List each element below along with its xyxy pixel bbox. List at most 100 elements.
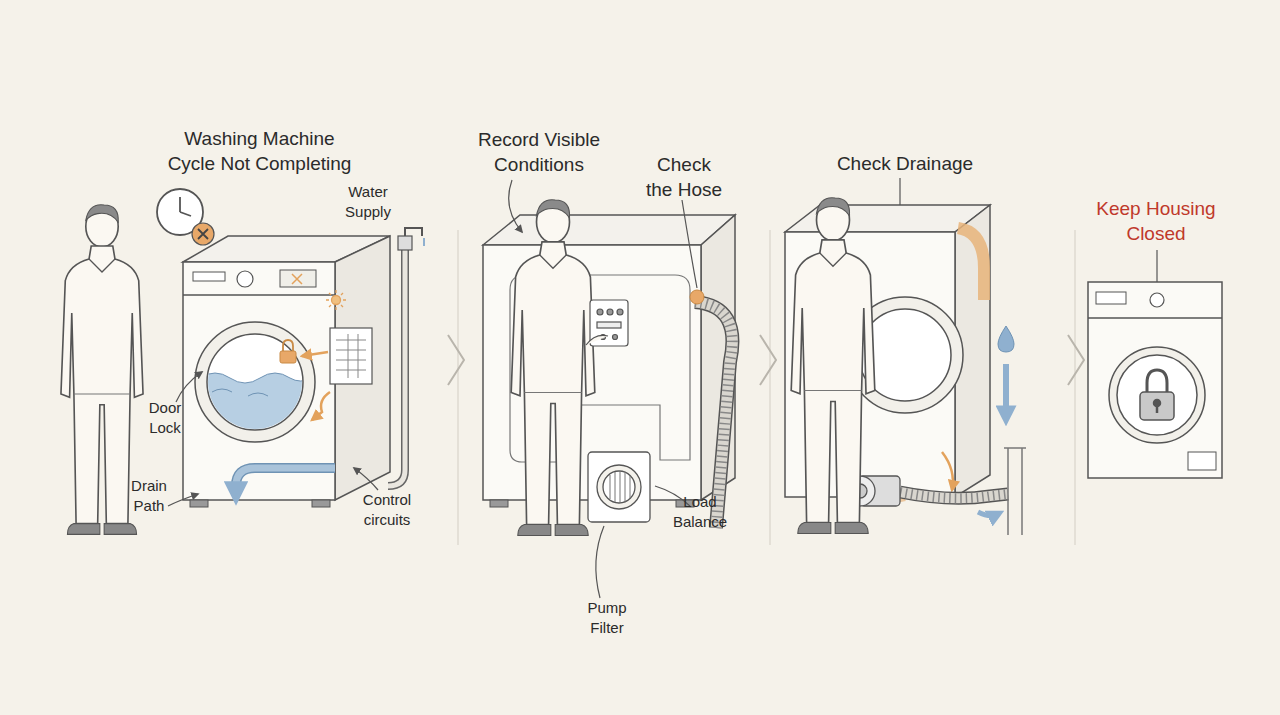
- part-label: Pump Filter: [578, 598, 636, 637]
- water-flow-arrow: [1003, 364, 1009, 418]
- padlock-icon: [1156, 405, 1159, 413]
- leader-line: [1156, 250, 1157, 282]
- panel-separator: [769, 230, 771, 545]
- door-lock-icon: [280, 340, 330, 420]
- pump-filter: [610, 471, 630, 503]
- washing-machine: [212, 389, 268, 396]
- drain-path-arrow: [236, 468, 335, 496]
- part-label: Load Balance: [665, 492, 735, 531]
- padlock-icon: [1140, 370, 1174, 420]
- leader-line: [168, 494, 198, 506]
- door-lock-icon: [302, 352, 328, 356]
- drain-path-arrow: [236, 468, 335, 496]
- control-panel: [597, 309, 603, 315]
- person-figure: [61, 205, 143, 535]
- diagram-title: Washing Machine Cycle Not Completing: [162, 127, 357, 176]
- heat-icon: [332, 296, 341, 305]
- washing-machine: [193, 272, 225, 281]
- water-pipe: [388, 248, 405, 486]
- water-flow-arrow: [978, 512, 998, 516]
- part-label: Drain Path: [120, 476, 178, 515]
- control-box: [330, 328, 372, 384]
- part-label: Control circuits: [350, 490, 424, 529]
- hose: [690, 290, 732, 528]
- washing-machine: [183, 294, 335, 296]
- control-panel: [586, 300, 628, 346]
- washing-machine: [292, 274, 302, 284]
- pump-filter: [588, 452, 650, 522]
- standpipe: [1004, 448, 1026, 535]
- washing-machine: [183, 236, 390, 507]
- step-chevron: [448, 335, 464, 385]
- door-lock-icon: [312, 392, 330, 420]
- door-lock-icon: [280, 351, 296, 363]
- washing-machine-back: [490, 500, 508, 507]
- step-chevron: [760, 335, 776, 385]
- door-lock-icon: [283, 340, 293, 352]
- washing-machine: [183, 262, 335, 500]
- heat-icon: [326, 290, 346, 310]
- warning-heading: Keep Housing Closed: [1083, 197, 1229, 246]
- leader-line: [899, 178, 900, 205]
- panel-separator: [457, 230, 459, 545]
- standpipe: [1004, 447, 1026, 449]
- drain-pump: [900, 492, 1008, 498]
- leader-line: [899, 178, 900, 205]
- washing-machine: [200, 373, 312, 440]
- leader-line: [354, 468, 378, 490]
- standpipe: [1007, 448, 1009, 535]
- washing-machine-closed: [1109, 347, 1205, 443]
- washing-machine-closed: [1117, 355, 1197, 435]
- padlock-icon: [1140, 392, 1174, 420]
- water-pipe: [398, 236, 412, 250]
- leader-line: [509, 180, 522, 232]
- drain-pump: [900, 492, 1008, 498]
- step-heading: Check the Hose: [643, 153, 725, 202]
- pump-filter: [603, 471, 635, 503]
- washing-machine-closed: [1088, 282, 1222, 478]
- heat-icon: [326, 290, 346, 310]
- water-pipe: [388, 228, 424, 486]
- washing-machine-closed: [1096, 292, 1126, 304]
- water-pipe: [388, 248, 405, 486]
- clock-icon: [180, 197, 191, 216]
- step-heading: Record Visible Conditions: [468, 128, 610, 177]
- washing-machine: [312, 500, 330, 507]
- water-pipe: [423, 238, 425, 246]
- washing-machine-closed: [1088, 282, 1222, 478]
- leader-line: [1156, 250, 1157, 282]
- control-panel: [586, 335, 608, 345]
- control-panel: [613, 335, 618, 340]
- washing-machine-closed: [1150, 293, 1164, 307]
- washing-machine: [280, 270, 316, 287]
- panel-separator: [1074, 230, 1076, 545]
- leader-line: [682, 200, 697, 288]
- washing-machine: [200, 373, 312, 440]
- washing-machine: [237, 271, 253, 287]
- pump-filter: [588, 452, 650, 522]
- control-box: [330, 328, 372, 384]
- leader-line: [596, 526, 604, 598]
- control-panel: [607, 309, 613, 315]
- step-heading: Check Drainage: [830, 152, 980, 177]
- drain-pump: [900, 492, 1008, 498]
- person-figure: [511, 200, 595, 536]
- drain-pump: [845, 476, 1008, 506]
- leader-line: [168, 372, 378, 506]
- step-chevron: [1068, 335, 1084, 385]
- padlock-icon: [1147, 370, 1167, 394]
- part-label: Water Supply: [336, 182, 400, 221]
- washing-machine-closed: [1188, 452, 1216, 470]
- hose-highlight: [942, 452, 953, 490]
- washing-machine: [195, 322, 315, 442]
- hose-highlight: [958, 228, 984, 300]
- clock-icon: [157, 189, 214, 245]
- water-flow-arrow: [998, 326, 1014, 352]
- person-figure: [791, 198, 875, 534]
- water-pipe: [405, 228, 422, 236]
- washing-machine-closed: [1088, 317, 1222, 319]
- pump-filter: [597, 465, 641, 509]
- control-box: [336, 334, 366, 378]
